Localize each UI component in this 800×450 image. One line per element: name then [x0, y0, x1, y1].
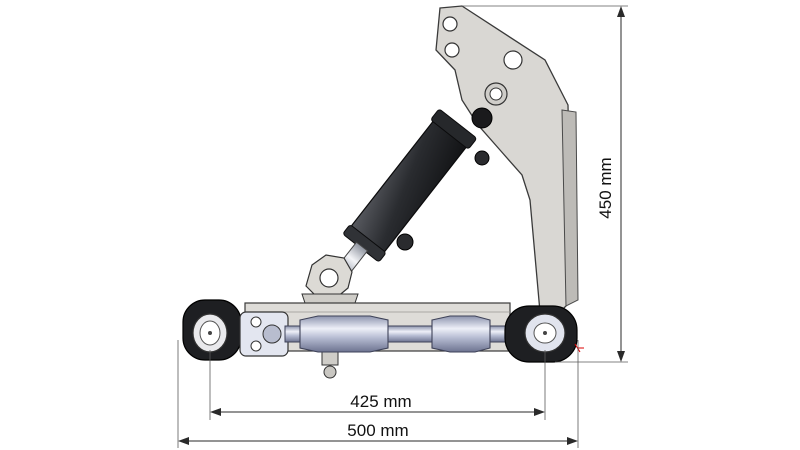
bracket-hole-2 [444, 42, 460, 58]
hydraulic-cylinder [336, 109, 490, 277]
height-dimension-label: 450 mm [596, 157, 615, 218]
height-dimension: 450 mm [462, 5, 628, 363]
bottom-nut [321, 350, 339, 366]
bracket-hole-3 [503, 50, 523, 70]
turnbuckle-link [284, 315, 511, 353]
overall-width-label: 500 mm [347, 421, 408, 440]
cylinder-top-pin [471, 107, 493, 129]
hydraulic-port [396, 233, 414, 251]
left-ball-joint [182, 299, 242, 361]
left-clevis [239, 311, 289, 357]
top-bracket [435, 5, 579, 313]
right-ball-joint [504, 305, 584, 363]
pin-spacing-label: 425 mm [350, 392, 411, 411]
overall-width-dimension: 500 mm [177, 340, 579, 448]
bracket-hole-1 [442, 16, 458, 32]
pin-spacing-dimension: 425 mm [209, 350, 546, 420]
